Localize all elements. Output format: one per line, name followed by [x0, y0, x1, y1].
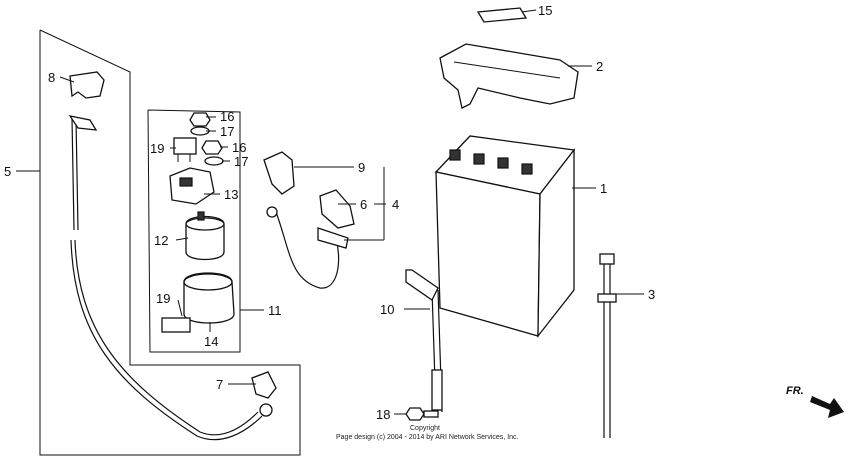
- callout-8: 8: [48, 70, 55, 85]
- part-19-fuse-a: [173, 137, 197, 155]
- callout-6: 6: [360, 197, 367, 212]
- callout-12: 12: [154, 233, 168, 248]
- part-5-negative-cable: [75, 117, 79, 231]
- front-arrow-icon: [810, 396, 844, 418]
- part-1-battery: [434, 135, 576, 338]
- part-7-terminal-cap: [251, 371, 277, 399]
- part-19-fuse-b: [161, 317, 191, 333]
- part-2-battery-cover: [439, 43, 579, 109]
- callout-10: 10: [380, 302, 394, 317]
- callout-5: 5: [4, 164, 11, 179]
- group-frame-11: [147, 109, 241, 353]
- callout-3: 3: [648, 287, 655, 302]
- part-18-bolt: [405, 407, 439, 421]
- callout-11: 11: [268, 303, 282, 318]
- callout-19-b: 19: [156, 291, 170, 306]
- callout-19-a: 19: [150, 141, 164, 156]
- callout-16-b: 16: [232, 140, 246, 155]
- callout-15: 15: [538, 3, 552, 18]
- part-8-terminal-cap: [69, 71, 105, 99]
- callout-9: 9: [358, 160, 365, 175]
- part-6-terminal-cap: [319, 189, 355, 229]
- group-frame-5: [39, 29, 301, 456]
- callout-13: 13: [224, 187, 238, 202]
- callout-1: 1: [600, 181, 607, 196]
- callout-2: 2: [596, 59, 603, 74]
- part-16-nut-a: [189, 112, 211, 127]
- callout-18: 18: [376, 407, 390, 422]
- copyright-notice: Page design (c) 2004 - 2014 by ARI Netwo…: [336, 434, 519, 441]
- part-4-battery-cable: [275, 211, 340, 289]
- part-15-warning-label: [476, 7, 528, 23]
- callout-16-a: 16: [220, 109, 234, 124]
- callout-leaders: [16, 9, 644, 415]
- part-9-terminal-cap: [263, 151, 295, 195]
- part-16-nut-b: [201, 140, 223, 155]
- callout-7: 7: [216, 377, 223, 392]
- callout-17-b: 17: [234, 154, 248, 169]
- copyright-title: Copyright: [410, 425, 440, 432]
- front-direction-indicator: FR.: [786, 385, 844, 418]
- part-17-washer-b: [204, 156, 224, 166]
- callout-4: 4: [392, 197, 399, 212]
- callout-14: 14: [204, 334, 218, 349]
- front-direction-label: FR.: [786, 385, 804, 397]
- callout-17-a: 17: [220, 124, 234, 139]
